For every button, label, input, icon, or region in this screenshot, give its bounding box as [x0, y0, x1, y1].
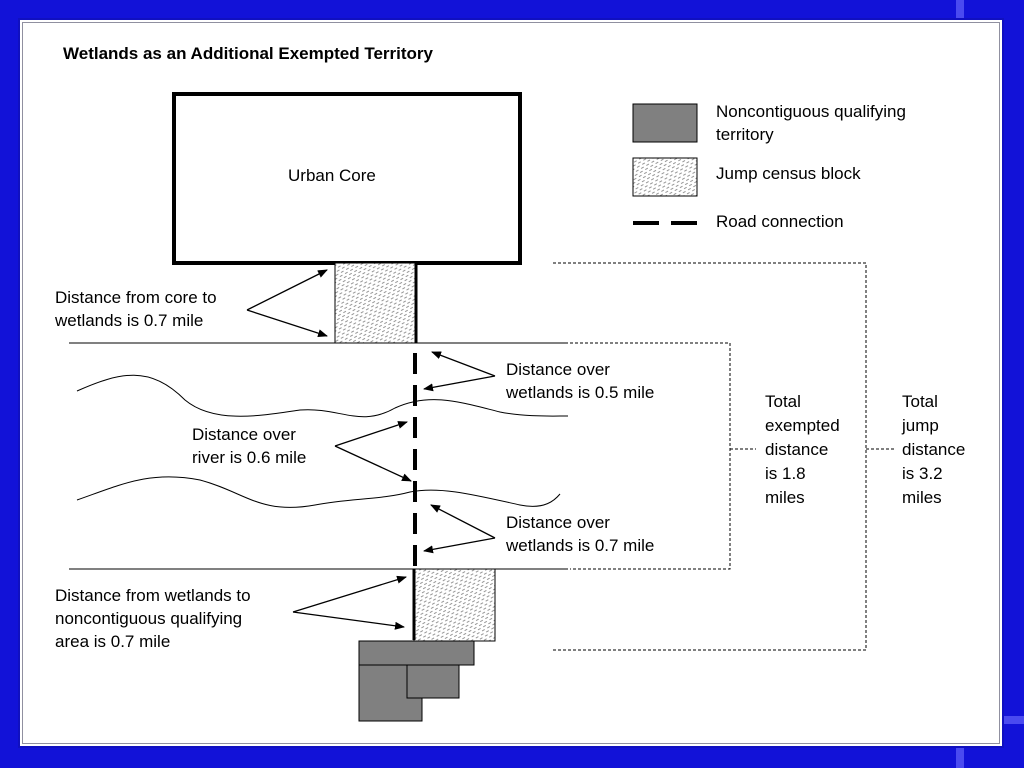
legend-road-label: Road connection	[716, 212, 844, 231]
arrow-wetlands-lower-top	[430, 504, 496, 539]
arrow-wetlands-upper-top	[431, 351, 496, 377]
annotation-wetlands-upper: Distance over wetlands is 0.5 mile	[506, 360, 655, 402]
arrow-core-upper	[246, 269, 328, 311]
total-jump-distance: Total jump distance is 3.2 miles	[902, 392, 966, 507]
lower-jump-block	[413, 568, 496, 642]
annotation-river: Distance over river is 0.6 mile	[192, 425, 307, 467]
arrow-river-top	[334, 421, 408, 447]
legend-jump-block-swatch	[632, 157, 698, 197]
urban-core-label: Urban Core	[288, 166, 376, 185]
jump-bracket	[553, 262, 867, 651]
annotation-wetlands-to-area: Distance from wetlands to noncontiguous …	[55, 586, 251, 651]
urban-core-box	[172, 92, 522, 265]
river-bank-upper	[76, 374, 569, 418]
arrow-area-bottom	[292, 611, 405, 630]
legend-jump-block-label: Jump census block	[716, 164, 861, 183]
arrows	[246, 269, 496, 630]
annotation-wetlands-lower: Distance over wetlands is 0.7 mile	[506, 513, 655, 555]
annotation-core-to-wetlands: Distance from core to wetlands is 0.7 mi…	[55, 288, 217, 330]
background-stripe-horizontal	[1004, 716, 1024, 724]
noncontiguous-territory	[358, 640, 475, 722]
arrow-river-bottom	[334, 445, 412, 482]
river-bank-lower	[76, 476, 561, 508]
slide-title: Wetlands as an Additional Exempted Terri…	[63, 44, 433, 63]
arrow-area-top	[292, 575, 407, 613]
arrow-wetlands-upper-bottom	[423, 375, 496, 392]
exempted-bracket	[570, 342, 731, 570]
legend-noncontiguous-label: Noncontiguous qualifying territory	[716, 102, 906, 144]
arrow-wetlands-lower-bottom	[423, 537, 496, 554]
total-exempted-distance: Total exempted distance is 1.8 miles	[765, 392, 840, 507]
arrow-core-lower	[246, 309, 328, 338]
upper-jump-block	[334, 262, 416, 344]
legend-noncontiguous-swatch	[632, 103, 698, 143]
slide-border	[22, 22, 1000, 744]
